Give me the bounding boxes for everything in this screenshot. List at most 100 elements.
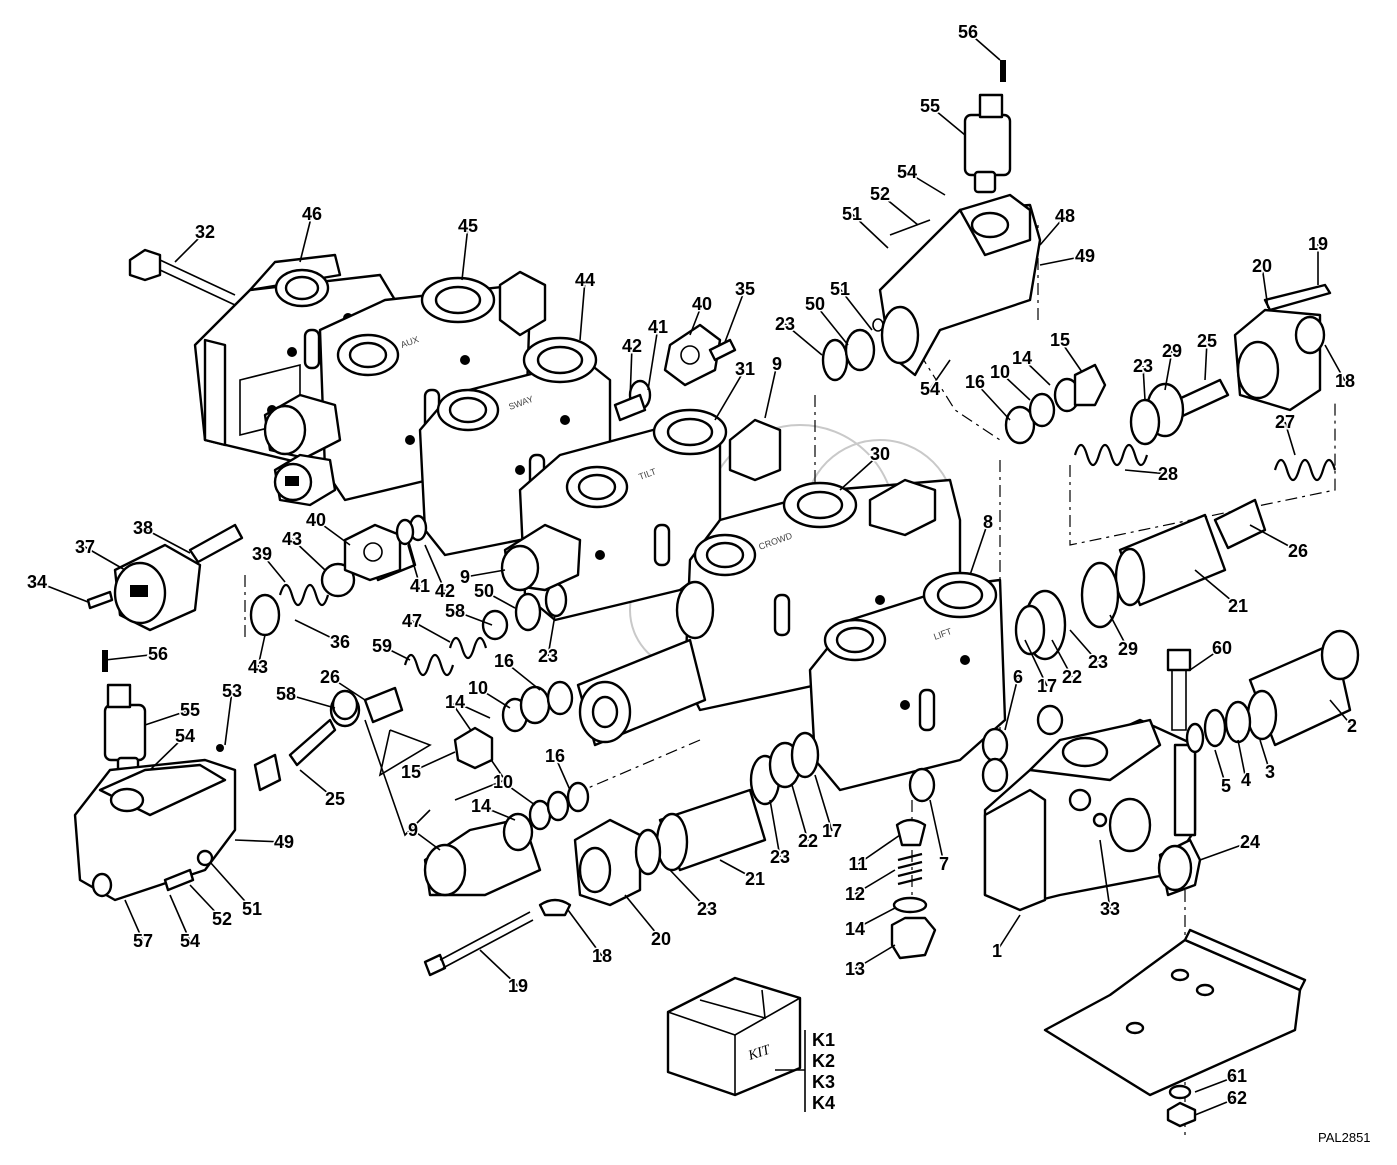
callout-c40b: 40 <box>306 510 326 530</box>
callout-c2: 2 <box>1347 716 1357 736</box>
inlet-fitting-2 <box>1157 629 1360 897</box>
callout-c49b: 49 <box>274 832 294 852</box>
callout-c26a: 26 <box>1288 541 1308 561</box>
callout-c52b: 52 <box>212 909 232 929</box>
callout-c53: 53 <box>222 681 242 701</box>
tie-rod-19 <box>423 911 534 977</box>
callout-leader-c50b <box>483 590 516 609</box>
callout-leader-c51a <box>851 213 889 249</box>
callout-leader-c15b <box>410 751 456 773</box>
end-cover-37 <box>86 523 244 632</box>
callout-c27: 27 <box>1275 412 1295 432</box>
callout-c29b: 29 <box>1118 639 1138 659</box>
callout-leader-c23d <box>547 614 556 657</box>
callout-leader-c56a <box>967 31 1001 61</box>
callout-leader-c52b <box>189 884 223 920</box>
callout-c11: 11 <box>848 854 867 874</box>
callout-c50b: 50 <box>474 581 494 601</box>
kit-code-k1: K1 <box>812 1030 835 1050</box>
kit-code-k3: K3 <box>812 1072 835 1092</box>
callout-leader-c61 <box>1194 1075 1238 1093</box>
callout-leader-c41b <box>407 544 421 587</box>
callout-leader-c49b <box>234 839 285 843</box>
callout-leader-c23f <box>669 869 708 910</box>
callout-leader-c9c <box>412 829 441 851</box>
callout-c35: 35 <box>735 279 755 299</box>
callout-leader-c30 <box>839 453 881 491</box>
callout-c29a: 29 <box>1162 341 1182 361</box>
callout-c24: 24 <box>1240 832 1260 852</box>
callout-leader-c38 <box>142 527 191 554</box>
callout-leader-c14d <box>854 907 896 930</box>
callout-c23c: 23 <box>1088 652 1108 672</box>
callout-leader-c41a <box>647 326 659 391</box>
callout-leader-c32 <box>174 231 206 263</box>
callout-c17a: 17 <box>1037 676 1057 696</box>
callout-c16a: 16 <box>965 372 985 392</box>
callout-leader-c42b <box>424 544 446 592</box>
callout-leader-c58b <box>285 693 336 709</box>
callout-leader-c20a <box>1261 265 1269 309</box>
callout-c21b: 21 <box>745 869 765 889</box>
callout-c31: 31 <box>735 359 755 379</box>
spool-assembly-middle <box>514 580 715 747</box>
callout-c51c: 51 <box>242 899 262 919</box>
plug-9-middle <box>500 523 582 592</box>
callout-leader-c31 <box>714 368 746 421</box>
spacer-40-left <box>343 518 415 582</box>
inlet-section-1 <box>983 718 1197 912</box>
callout-c58b: 58 <box>276 684 296 704</box>
callout-c59: 59 <box>372 636 392 656</box>
callout-c60: 60 <box>1212 638 1232 658</box>
callout-leader-c3 <box>1259 739 1271 773</box>
callout-c30: 30 <box>870 444 890 464</box>
kit-box-icon: KIT <box>666 976 806 1112</box>
callout-leader-c18b <box>567 909 603 957</box>
callout-c54d: 54 <box>180 931 200 951</box>
callout-c42a: 42 <box>622 336 642 356</box>
callout-c54c: 54 <box>175 726 195 746</box>
solenoid-55-left <box>102 650 147 780</box>
callout-leader-c56b <box>104 653 159 661</box>
callout-leader-c50a <box>814 303 849 346</box>
callout-c36: 36 <box>330 632 350 652</box>
callout-leader-c60 <box>1189 647 1223 671</box>
callout-leader-c45 <box>461 225 469 281</box>
callout-leader-c42a <box>629 345 633 401</box>
callout-leader-c12 <box>854 869 896 895</box>
callout-c22b: 22 <box>798 831 818 851</box>
callout-c58a: 58 <box>445 601 465 621</box>
callout-c43a: 43 <box>282 529 302 549</box>
callout-c32: 32 <box>195 222 215 242</box>
callout-leader-c6 <box>1004 676 1019 731</box>
seals-6-7 <box>908 704 1064 803</box>
callout-leader-c54b <box>929 359 951 390</box>
callout-leader-c4 <box>1237 739 1247 781</box>
spool-assembly-right <box>1014 283 1337 661</box>
callout-c14b: 14 <box>445 692 465 712</box>
callout-c15b: 15 <box>401 762 421 782</box>
callout-leader-c54d <box>169 894 191 942</box>
callout-leader-c36 <box>294 619 341 643</box>
callout-c48: 48 <box>1055 206 1075 226</box>
callout-leader-c13 <box>854 944 896 970</box>
callout-leader-c7 <box>929 799 945 865</box>
callout-leader-c54a <box>906 171 946 196</box>
callout-leader-c51b <box>839 288 873 331</box>
callout-leader-c58a <box>454 610 493 626</box>
callout-c51a: 51 <box>842 204 862 224</box>
callout-leader-c43a <box>291 538 326 571</box>
callout-leader-c24 <box>1199 841 1251 861</box>
callout-c14c: 14 <box>471 796 491 816</box>
callout-c61: 61 <box>1227 1066 1247 1086</box>
callout-leader-c11 <box>857 834 901 865</box>
callout-leader-c59 <box>381 645 411 661</box>
callout-c10c: 10 <box>493 772 513 792</box>
callout-c52a: 52 <box>870 184 890 204</box>
callout-leader-c62 <box>1194 1097 1238 1116</box>
callout-leader-c55b <box>144 709 191 726</box>
callout-c18a: 18 <box>1335 371 1355 391</box>
callout-c34: 34 <box>27 572 47 592</box>
callout-leader-c9b <box>464 569 506 578</box>
